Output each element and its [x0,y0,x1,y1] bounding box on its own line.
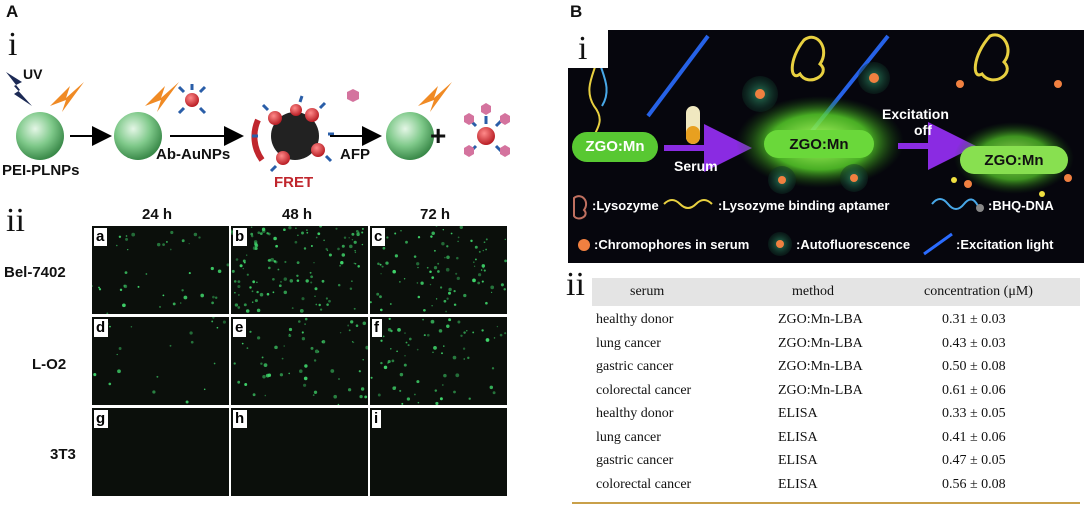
table-cell-concentration: 0.50 ± 0.08 [942,359,1006,374]
panel-a-schematic [6,72,510,173]
plnp-particle-1 [16,112,64,160]
col-72h: 72 h [420,206,451,223]
lysozyme-table: serum method concentration (μM) healthy … [572,278,1080,504]
serum-label: Serum [674,158,718,174]
afp-label: AFP [340,146,370,163]
row-3t3: 3T3 [50,446,76,463]
uv-lightning-icon [6,72,32,106]
table-cell-method: ELISA [778,453,818,468]
microscopy-cell: b [231,226,368,314]
header-serum: serum [630,284,665,299]
pei-plnps-label: PEI-PLNPs [2,162,80,179]
zgo-chip-middle: ZGO:Mn [789,136,849,153]
cell-letter-label: h [233,410,248,428]
table-cell-serum: gastric cancer [596,359,674,374]
cell-letter-label: d [94,319,109,337]
table-cell-concentration: 0.31 ± 0.03 [942,312,1006,327]
legend-bhq-dna: :BHQ-DNA [988,198,1054,213]
cell-letter-label: c [372,228,386,246]
ab-aunp-icon [177,84,207,115]
panel-a-sub-ii: ii [6,202,25,239]
table-cell-method: ZGO:Mn-LBA [778,382,863,398]
table-cell-concentration: 0.47 ± 0.05 [942,453,1006,468]
table-cell-method: ZGO:Mn-LBA [778,312,863,327]
zgo-chip-right: ZGO:Mn [984,152,1044,169]
table-cell-serum: lung cancer [596,429,661,445]
table-cell-concentration: 0.61 ± 0.06 [942,382,1006,398]
fret-complex-icon [251,95,334,173]
panel-b-sub-ii: ii [566,266,585,303]
table-cell-serum: colorectal cancer [596,476,692,492]
microscopy-cell: c [370,226,507,314]
panel-b-sub-i: i [578,30,588,67]
table-cell-method: ELISA [778,406,818,421]
emission-flash-icon [50,82,84,112]
legend-excitation-light: :Excitation light [956,237,1054,252]
cell-letter-label: i [372,410,382,428]
panel-a-letter: A [6,2,19,21]
microscopy-cell: d [92,317,229,405]
uv-label: UV [23,66,43,82]
header-method: method [792,284,834,299]
panel-b-schematic: i ZGO:Mn ZGO:Mn ZGO:Mn Serum Excitation … [568,30,1084,263]
table-cell-concentration: 0.56 ± 0.08 [942,476,1006,492]
header-concentration: concentration (μM) [924,284,1033,299]
row-lo2: L-O2 [32,356,67,373]
table-bottom-rule [572,502,1080,504]
table-header [592,278,1080,306]
legend-chromophores: :Chromophores in serum [594,237,750,252]
panel-b-letter: B [570,2,583,21]
fret-label: FRET [274,174,314,191]
cell-letter-label: g [94,410,109,428]
microscopy-cell: a [92,226,229,314]
table-cell-concentration: 0.41 ± 0.06 [942,429,1006,445]
row-bel7402: Bel-7402 [4,264,66,281]
table-cell-concentration: 0.43 ± 0.03 [942,335,1006,351]
table-cell-serum: gastric cancer [596,453,674,468]
zgo-chip-left: ZGO:Mn [585,138,645,155]
microscopy-cell: g [92,408,229,496]
table-cell-concentration: 0.33 ± 0.05 [942,406,1006,421]
ab-aunps-label: Ab-AuNPs [156,146,231,163]
excitation-off-label-2: off [914,122,932,138]
col-48h: 48 h [282,206,313,223]
afp-hexagon-icon [347,89,359,102]
plnp-particle-3 [386,112,434,160]
table-cell-method: ELISA [778,476,818,492]
excitation-off-label-1: Excitation [882,106,949,122]
plus-sign: + [430,120,447,151]
released-aunp-afp-icon [464,103,510,157]
table-cell-method: ZGO:Mn-LBA [778,359,863,374]
plnp-particle-2 [114,112,162,160]
microscopy-cell: f [370,317,507,405]
microscopy-cell: i [370,408,507,496]
cell-letter-label: a [94,228,108,246]
microscopy-cell: e [231,317,368,405]
microscopy-cell: h [231,408,368,496]
table-cell-method: ZGO:Mn-LBA [778,335,863,351]
cell-letter-label: e [233,319,247,337]
cell-letter-label: b [233,228,248,246]
panel-a-sub-i: i [8,26,18,63]
cell-letter-label: f [372,319,382,337]
col-24h: 24 h [142,206,173,223]
legend-aptamer: :Lysozyme binding aptamer [718,198,890,213]
table-cell-serum: healthy donor [596,312,674,327]
table-cell-method: ELISA [778,429,818,445]
legend-autofluorescence: :Autofluorescence [796,237,911,252]
table-cell-serum: healthy donor [596,406,674,421]
table-cell-serum: colorectal cancer [596,382,692,398]
legend-lysozyme: :Lysozyme [592,198,659,213]
table-cell-serum: lung cancer [596,335,661,351]
